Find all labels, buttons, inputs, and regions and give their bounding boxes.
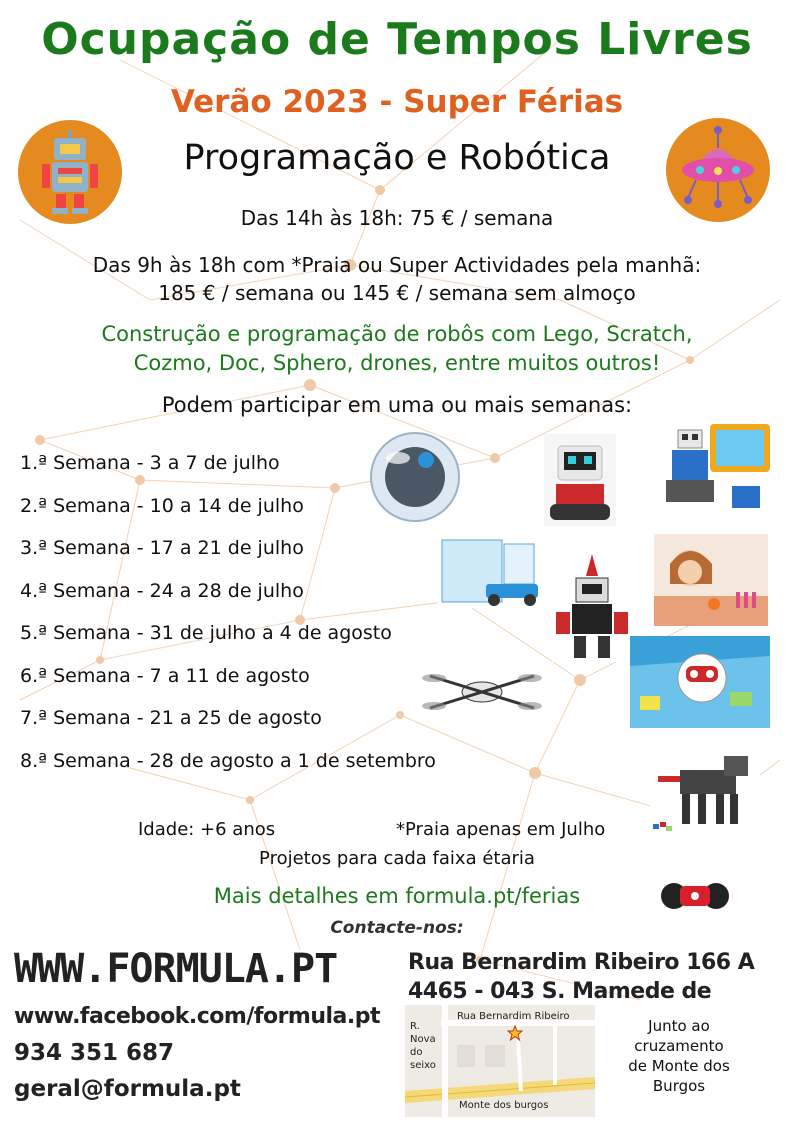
description: Construção e programação de robôs com Le… bbox=[0, 320, 794, 378]
location-map[interactable]: Rua Bernardim Ribeiro Monte dos burgos R… bbox=[405, 1005, 595, 1117]
weeks-intro: Podem participar em uma ou mais semanas: bbox=[161, 393, 633, 417]
address-line1: Rua Bernardim Ribeiro 166 A bbox=[408, 950, 755, 975]
drone-image bbox=[420, 662, 544, 720]
week-item: 8.ª Semana - 28 de agosto a 1 de setembr… bbox=[20, 749, 436, 772]
robot-icon bbox=[42, 130, 98, 214]
week-item: 1.ª Semana - 3 a 7 de julho bbox=[20, 452, 280, 474]
email-link[interactable]: geral@formula.pt bbox=[14, 1076, 241, 1102]
map-street-top: Rua Bernardim Ribeiro bbox=[457, 1011, 570, 1022]
week-item: 6.ª Semana - 7 a 11 de agosto bbox=[20, 664, 310, 687]
week-item: 2.ª Semana - 10 a 14 de julho bbox=[20, 494, 304, 517]
location-note-line4: Burgos bbox=[652, 1077, 706, 1095]
map-side-3: do bbox=[410, 1047, 423, 1058]
page-subtitle: Verão 2023 - Super Férias bbox=[170, 84, 624, 120]
website-link[interactable]: WWW.FORMULA.PT bbox=[14, 946, 338, 992]
subject-heading: Programação e Robótica bbox=[183, 138, 611, 178]
projects-info: Projetos para cada faixa étaria bbox=[259, 848, 535, 869]
small-blocks-icon bbox=[653, 822, 672, 831]
location-note-line1: Junto ao bbox=[648, 1017, 710, 1035]
contact-heading: Contacte-nos: bbox=[330, 918, 464, 938]
jumping-sumo-robot-image bbox=[660, 866, 730, 924]
cozmo-robot-image bbox=[544, 434, 616, 526]
description-line1: Construção e programação de robôs com Le… bbox=[101, 322, 693, 346]
map-street-bottom: Monte dos burgos bbox=[459, 1100, 549, 1111]
pricing-fullday: Das 9h às 18h com *Praia ou Super Activi… bbox=[0, 251, 794, 307]
location-note-line2: cruzamento bbox=[634, 1037, 724, 1055]
sphero-ball-image bbox=[370, 432, 460, 522]
more-details-link[interactable]: Mais detalhes em formula.pt/ferias bbox=[213, 884, 581, 908]
location-note-line3: de Monte dos bbox=[628, 1057, 730, 1075]
location-star-icon bbox=[507, 1025, 523, 1041]
location-note: Junto ao cruzamento de Monte dos Burgos bbox=[612, 1016, 746, 1096]
age-info: Idade: +6 anos bbox=[138, 819, 276, 840]
beach-info: *Praia apenas em Julho bbox=[396, 819, 606, 840]
robot-badge bbox=[18, 120, 122, 224]
ufo-icon bbox=[682, 126, 754, 208]
map-side-1: R. bbox=[410, 1021, 420, 1032]
facebook-link[interactable]: www.facebook.com/formula.pt bbox=[14, 1004, 381, 1029]
address: Rua Bernardim Ribeiro 166 A 4465 - 043 S… bbox=[408, 948, 794, 1035]
child-playing-photo bbox=[654, 534, 768, 626]
week-item: 7.ª Semana - 21 a 25 de agosto bbox=[20, 707, 322, 729]
description-line2: Cozmo, Doc, Sphero, drones, entre muitos… bbox=[133, 351, 661, 375]
mbot-kit-image bbox=[438, 536, 550, 608]
lego-robot-dog-image bbox=[650, 746, 760, 836]
page-title: Ocupação de Tempos Livres bbox=[41, 14, 753, 65]
lego-mindstorms-robot-image bbox=[552, 552, 632, 662]
pricing-fullday-line2: 185 € / semana ou 145 € / semana sem alm… bbox=[158, 281, 636, 305]
ufo-badge bbox=[666, 118, 770, 222]
weeks-list: 1.ª Semana - 3 a 7 de julho 2.ª Semana -… bbox=[20, 450, 500, 790]
lego-boost-robot-image bbox=[656, 420, 770, 518]
week-item: 5.ª Semana - 31 de julho a 4 de agosto bbox=[20, 622, 392, 644]
week-item: 3.ª Semana - 17 a 21 de julho bbox=[20, 537, 304, 559]
phone-number[interactable]: 934 351 687 bbox=[14, 1040, 175, 1066]
pricing-afternoon: Das 14h às 18h: 75 € / semana bbox=[240, 206, 554, 230]
week-item: 4.ª Semana - 24 a 28 de julho bbox=[20, 579, 304, 602]
map-side-2: Nova bbox=[410, 1034, 436, 1045]
map-roads bbox=[405, 1005, 595, 1117]
doc-robot-mat-image bbox=[630, 636, 770, 728]
pricing-fullday-line1: Das 9h às 18h com *Praia ou Super Activi… bbox=[92, 253, 702, 277]
map-side-4: seixo bbox=[410, 1060, 436, 1071]
